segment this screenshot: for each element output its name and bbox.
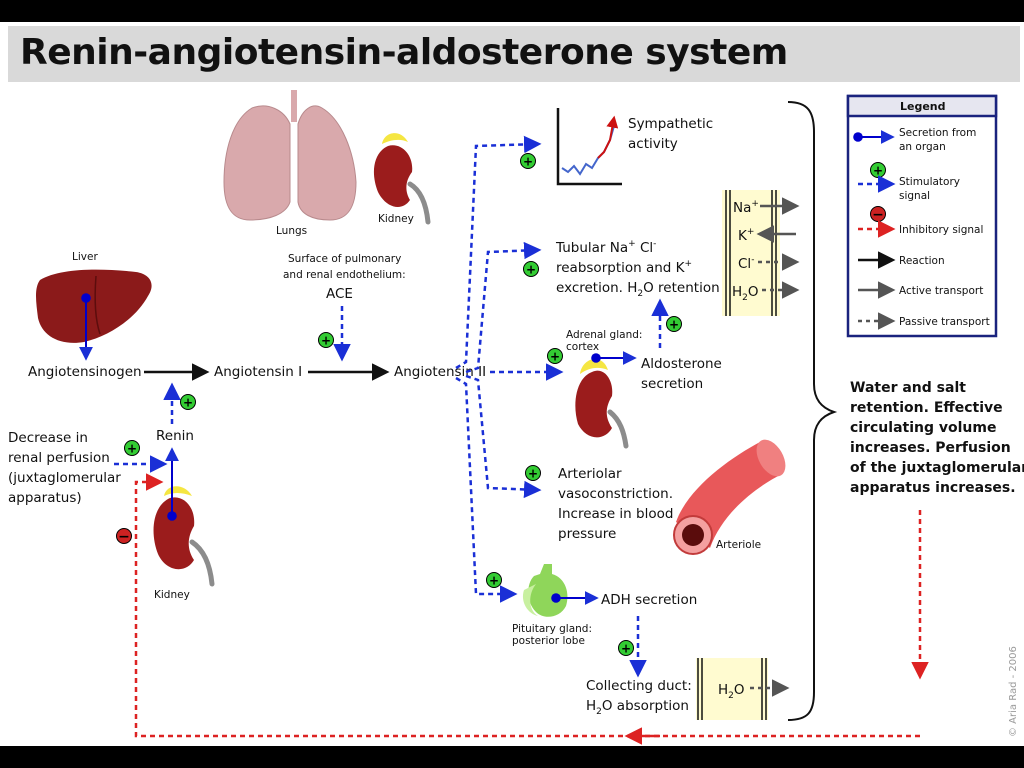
- sympathetic-plus-icon: +: [520, 153, 536, 169]
- arteriolar-plus-icon: +: [525, 465, 541, 481]
- angiotensinogen-label: Angiotensinogen: [28, 364, 142, 380]
- tubular-plus-icon: +: [523, 261, 539, 277]
- ion-h2o-label: H2O: [732, 284, 759, 303]
- title-band: Renin-angiotensin-aldosterone system: [8, 26, 1020, 82]
- legend-secretion-line1: Secretion from: [899, 127, 976, 139]
- legend-minus-icon: −: [870, 206, 886, 223]
- ion-k-label: K+: [738, 227, 754, 244]
- adrenal-kidney-illustration: [575, 358, 629, 449]
- svg-text:+: +: [183, 396, 193, 410]
- slide: Renin-angiotensin-aldosterone system: [0, 22, 1024, 746]
- decrease-line1: Decrease in: [8, 430, 88, 446]
- surface-label-line2: and renal endothelium:: [283, 269, 406, 281]
- aldosterone-line2: secretion: [641, 376, 703, 392]
- collecting-line2: H2O absorption: [586, 698, 689, 717]
- legend-reaction-label: Reaction: [899, 255, 945, 267]
- liver-label: Liver: [72, 251, 98, 263]
- collecting-plus-icon: +: [618, 640, 634, 656]
- angiotensin2-label: Angiotensin II: [394, 364, 486, 380]
- tubule-membrane: [722, 190, 780, 316]
- decrease-line3: (juxtaglomerular: [8, 470, 121, 486]
- conclusion-line5: of the juxtaglomerular: [850, 460, 1024, 476]
- pituitary-illustration: [522, 564, 568, 617]
- legend-active-label: Active transport: [899, 285, 983, 297]
- legend-inhibitory-label: Inhibitory signal: [899, 224, 983, 236]
- copyright-text: © Aria Rad - 2006: [1008, 646, 1019, 737]
- arteriole-label: Arteriole: [716, 539, 761, 551]
- adrenal-label-line1: Adrenal gland:: [566, 329, 642, 341]
- svg-text:+: +: [669, 318, 679, 332]
- svg-text:−: −: [118, 529, 130, 545]
- summary-brace: [787, 101, 838, 721]
- pituitary-plus-icon: +: [486, 572, 502, 588]
- raas-diagram: Lungs Kidney Liver Surface of pulmonary …: [8, 90, 1024, 745]
- svg-text:+: +: [526, 263, 536, 277]
- svg-text:−: −: [872, 207, 884, 223]
- ion-na-label: Na+: [733, 199, 759, 216]
- legend-secretion-line2: an organ: [899, 141, 946, 153]
- lungs-label: Lungs: [276, 225, 307, 237]
- pituitary-label-line1: Pituitary gland:: [512, 623, 592, 635]
- svg-text:+: +: [550, 350, 560, 364]
- legend-passive-label: Passive transport: [899, 316, 990, 328]
- angiotensin1-label: Angiotensin I: [214, 364, 302, 380]
- lungs-illustration: [223, 90, 357, 221]
- renin-plus-icon: +: [180, 394, 196, 410]
- tubular-line3: excretion. H2O retention: [556, 280, 720, 299]
- inhibitory-loop-return: [134, 473, 920, 738]
- svg-text:+: +: [528, 467, 538, 481]
- legend-stimulatory-line1: Stimulatory: [899, 176, 960, 188]
- adrenal-label-line2: cortex: [566, 341, 599, 353]
- conclusion-line6: apparatus increases.: [850, 480, 1016, 496]
- conclusion-line3: circulating volume: [850, 420, 996, 436]
- ion-cl-label: Cl-: [738, 255, 754, 272]
- ace-plus-icon: +: [318, 332, 334, 348]
- kidney-top-illustration: [373, 133, 431, 225]
- collecting-h2o-label: H2O: [718, 682, 745, 701]
- svg-text:+: +: [127, 442, 137, 456]
- sympathetic-graph-icon: [556, 108, 622, 186]
- legend-plus-icon: +: [870, 162, 886, 178]
- conclusion-line4: increases. Perfusion: [850, 440, 1011, 456]
- svg-text:+: +: [873, 164, 883, 178]
- arteriole-illustration: [673, 439, 786, 555]
- decrease-line2: renal perfusion: [8, 450, 110, 466]
- sympathetic-line2: activity: [628, 136, 678, 152]
- collecting-line1: Collecting duct:: [586, 678, 692, 694]
- arteriolar-line2: vasoconstriction.: [558, 486, 673, 502]
- surface-label-line1: Surface of pulmonary: [288, 253, 401, 265]
- liver-illustration: [36, 269, 152, 343]
- adh-label: ADH secretion: [601, 592, 697, 608]
- collecting-duct-membrane: [696, 658, 768, 720]
- svg-text:+: +: [489, 574, 499, 588]
- legend-stimulatory-line2: signal: [899, 190, 930, 202]
- sympathetic-line1: Sympathetic: [628, 116, 713, 132]
- kidney-bottom-label: Kidney: [154, 589, 190, 601]
- conclusion-line2: retention. Effective: [850, 400, 1003, 416]
- svg-text:+: +: [621, 642, 631, 656]
- page-title: Renin-angiotensin-aldosterone system: [20, 32, 788, 73]
- decrease-line4: apparatus): [8, 490, 82, 506]
- arteriolar-line1: Arteriolar: [558, 466, 622, 482]
- arteriolar-line3: Increase in blood: [558, 506, 673, 522]
- angiotensin2-branches: [455, 135, 564, 603]
- conclusion-line1: Water and salt: [850, 380, 966, 396]
- aldosterone-line1: Aldosterone: [641, 356, 722, 372]
- svg-text:+: +: [321, 334, 331, 348]
- inhibitory-minus-icon: −: [116, 528, 132, 545]
- kidney-top-label: Kidney: [378, 213, 414, 225]
- tubular-line2: reabsorption and K+: [556, 259, 692, 276]
- renin-label: Renin: [156, 428, 194, 444]
- adrenal-plus-icon: +: [547, 348, 563, 364]
- tubular-line1: Tubular Na+ Cl-: [555, 239, 656, 256]
- kidney-bottom-illustration: [153, 486, 215, 587]
- aldosterone-plus-icon: +: [666, 316, 682, 332]
- arteriolar-line4: pressure: [558, 526, 616, 542]
- pituitary-label-line2: posterior lobe: [512, 635, 585, 647]
- ace-label: ACE: [326, 286, 353, 302]
- decrease-plus-icon: +: [124, 440, 140, 456]
- legend-title: Legend: [900, 100, 946, 113]
- svg-text:+: +: [523, 155, 533, 169]
